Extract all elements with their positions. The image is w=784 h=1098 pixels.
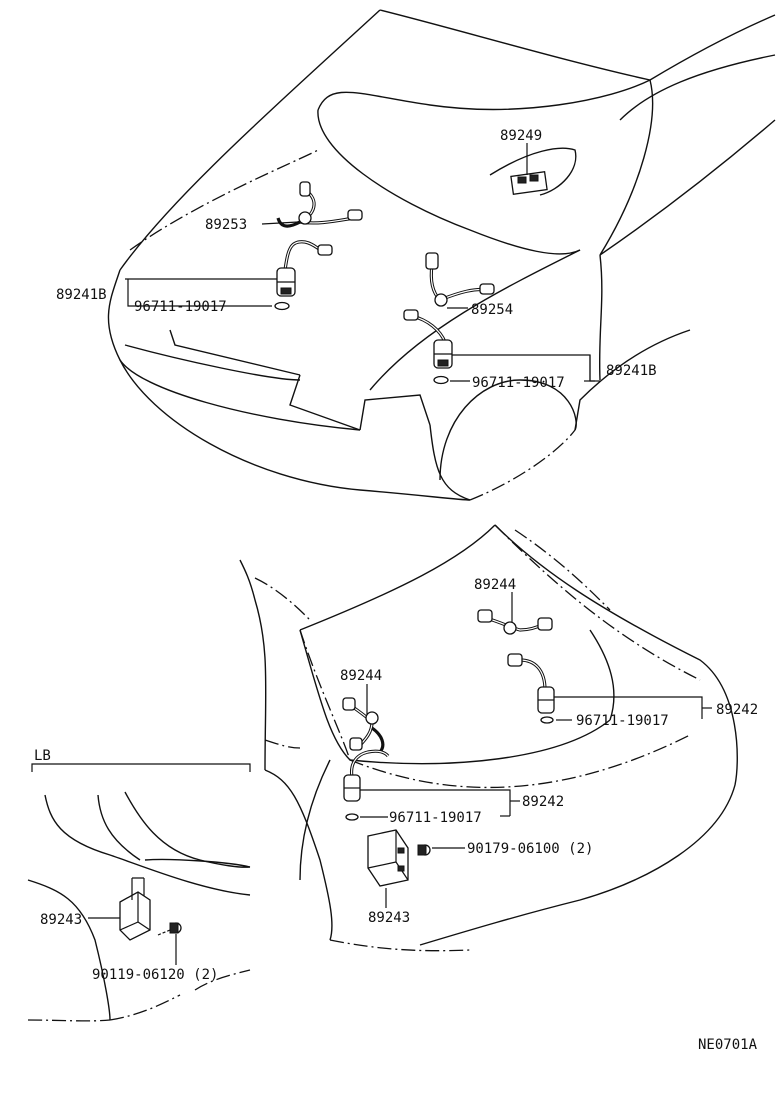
label-89242-left: 89242 — [522, 794, 564, 810]
part-89254 — [425, 252, 495, 307]
part-89241b-left — [274, 240, 333, 311]
label-89254: 89254 — [471, 302, 513, 318]
label-90119: 90119-06120 (2) — [92, 967, 218, 983]
bottom-car-body — [239, 524, 738, 952]
label-96711-bot-left: 96711-19017 — [389, 810, 482, 826]
part-89242-left — [343, 749, 390, 821]
label-89244-left: 89244 — [340, 668, 382, 684]
part-89249 — [489, 147, 577, 196]
part-89244-right — [477, 609, 553, 635]
label-89244-right: 89244 — [474, 577, 516, 593]
part-89241b-right — [403, 309, 453, 385]
label-89241b-left: 89241B — [56, 287, 107, 303]
part-89253 — [276, 181, 363, 228]
part-89242-right — [507, 653, 555, 724]
part-89243-lb — [119, 877, 182, 941]
part-89244-left — [342, 697, 385, 754]
lb-inset — [27, 763, 251, 1022]
label-89243-lb: 89243 — [40, 912, 82, 928]
label-96711-left: 96711-19017 — [134, 299, 227, 315]
label-89249: 89249 — [500, 128, 542, 144]
label-89243-bottom: 89243 — [368, 910, 410, 926]
label-89242-right: 89242 — [716, 702, 758, 718]
diagram-code: NE0701A — [698, 1037, 758, 1053]
label-89241b-right: 89241B — [606, 363, 657, 379]
label-lb: LB — [34, 748, 51, 764]
label-90179: 90179-06100 (2) — [467, 841, 593, 857]
label-96711-right: 96711-19017 — [472, 375, 565, 391]
label-96711-bot-right: 96711-19017 — [576, 713, 669, 729]
top-car-body — [107, 9, 776, 501]
label-89253: 89253 — [205, 217, 247, 233]
part-89243-bottom — [367, 829, 431, 887]
